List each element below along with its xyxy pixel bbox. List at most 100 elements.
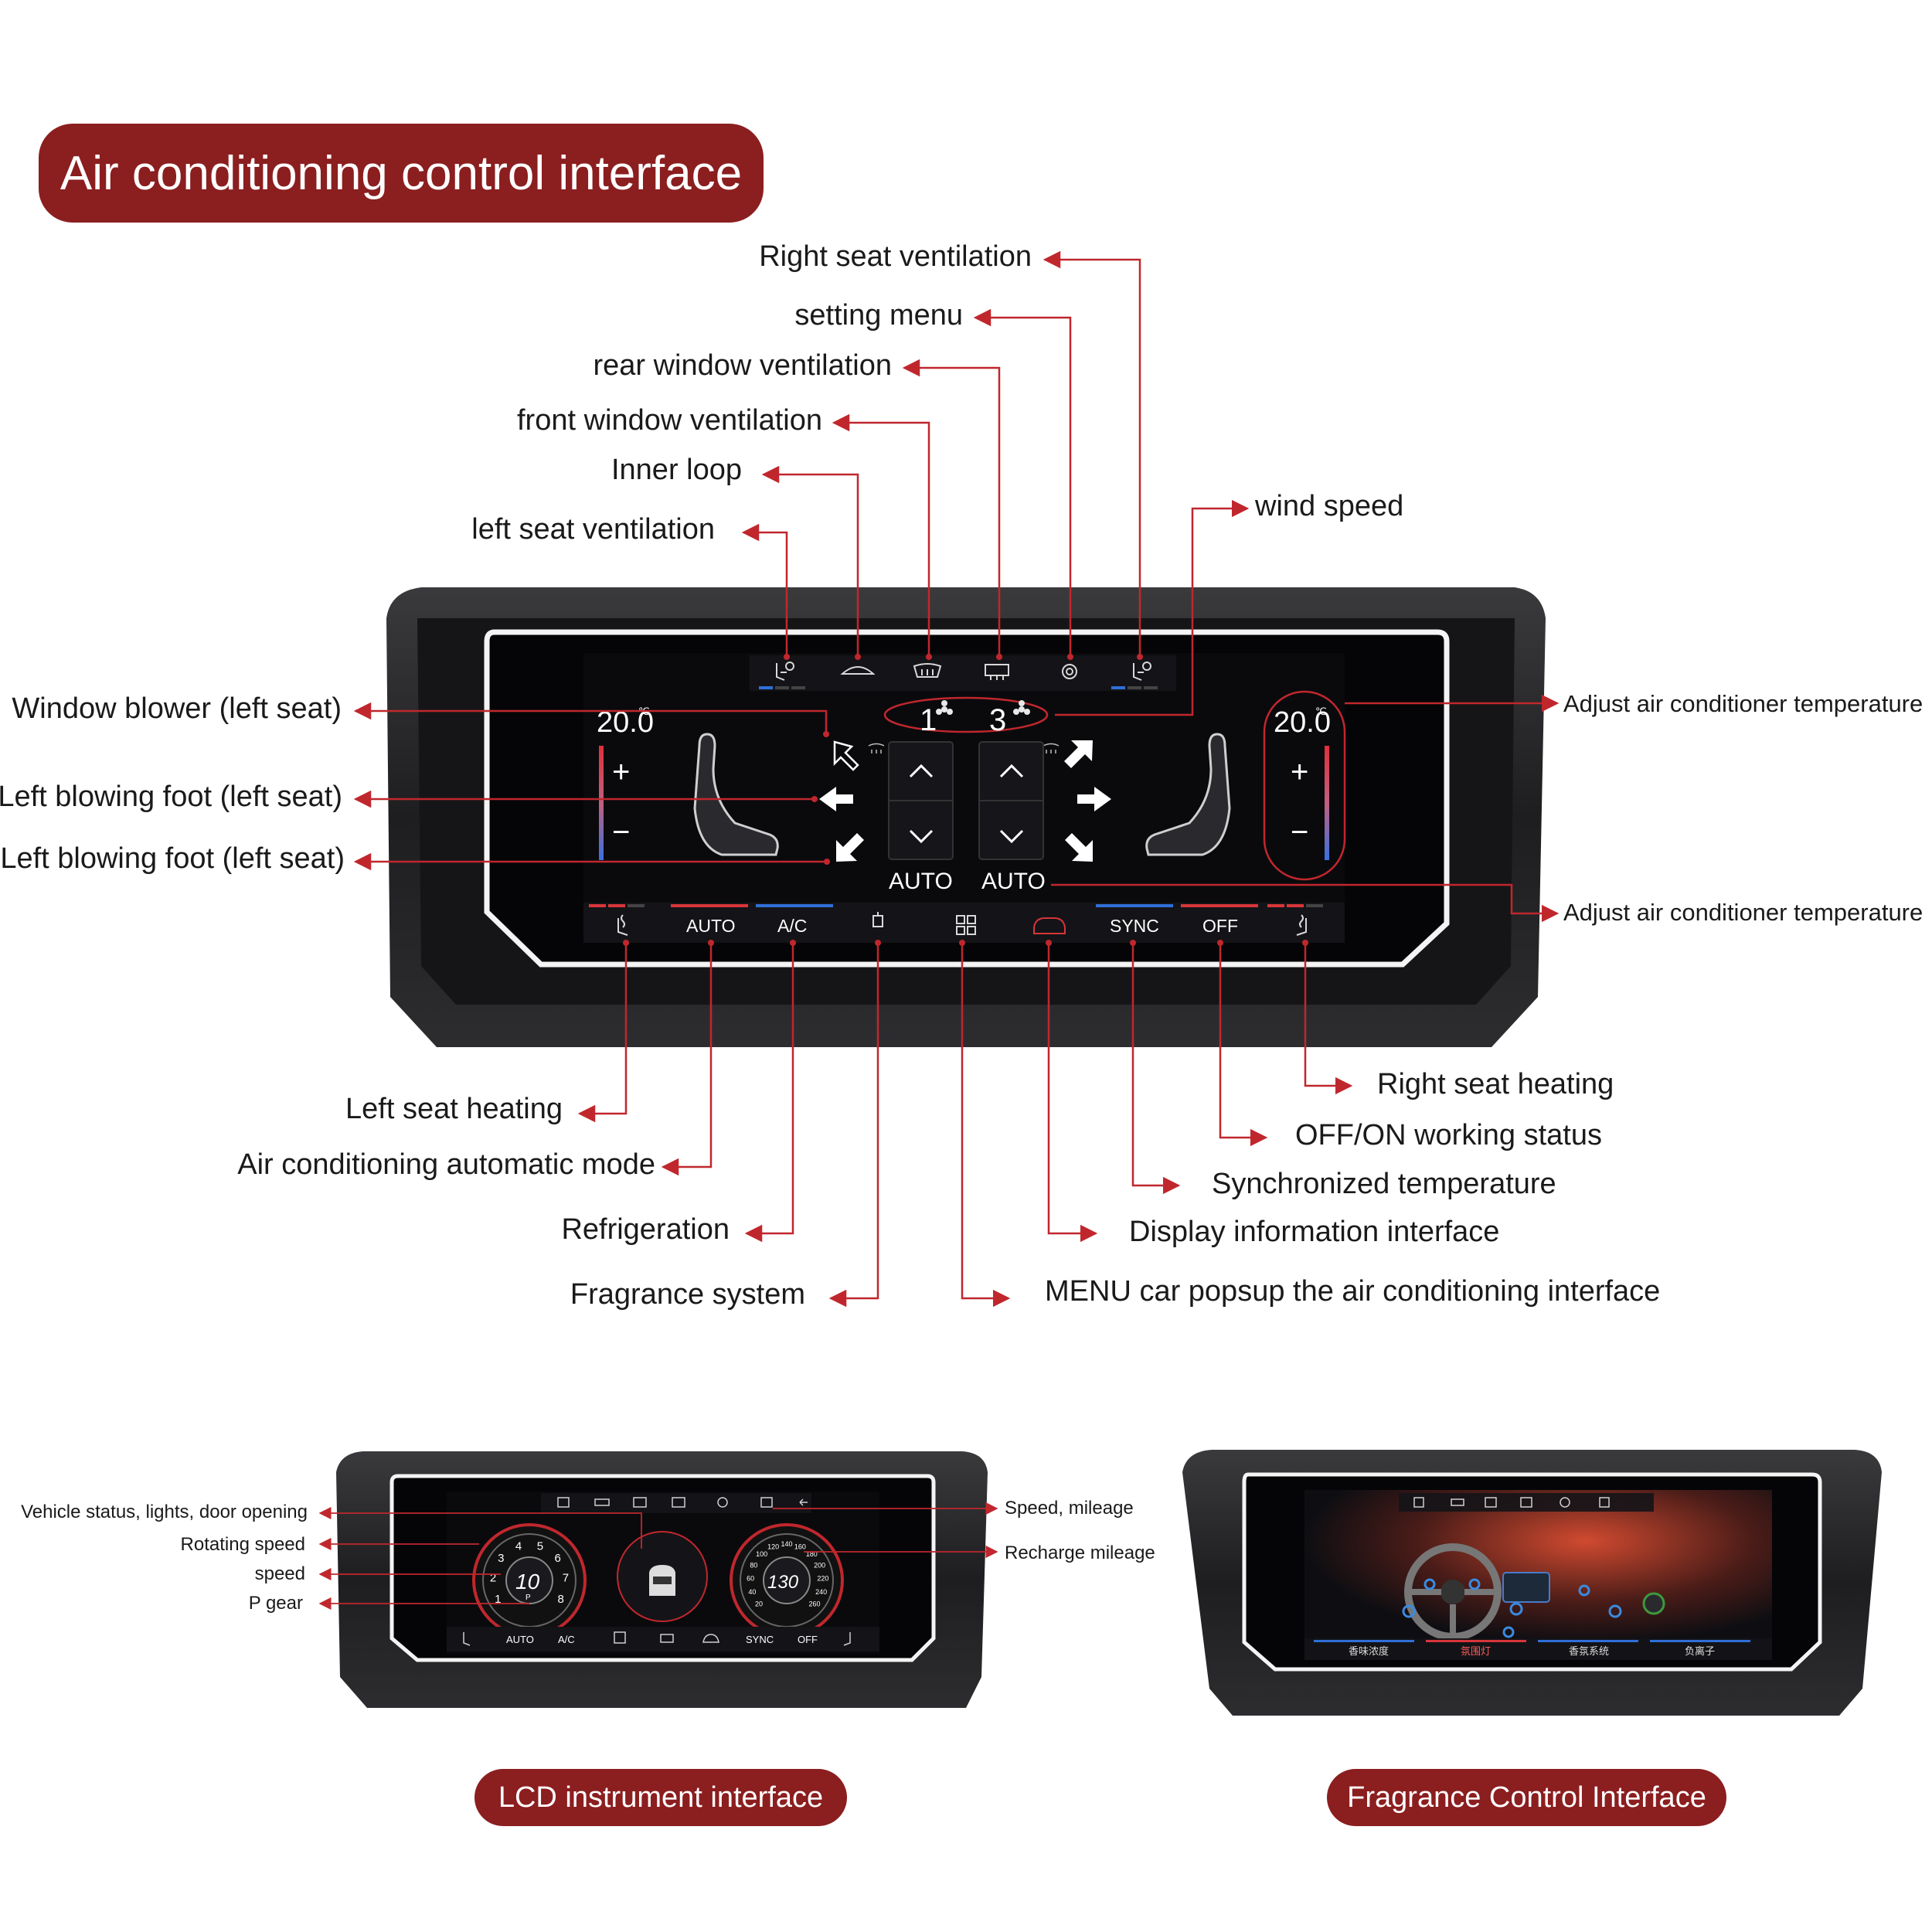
bottom-sync-button[interactable]: SYNC — [1110, 916, 1159, 936]
callout-display-info: Display information interface — [1129, 1216, 1500, 1248]
right-vent-level-3 — [1144, 686, 1158, 689]
wind-speed-display[interactable]: 1 3 — [883, 696, 1049, 737]
right-blowing-arrow[interactable] — [1077, 787, 1111, 811]
left-down-chevron-icon[interactable] — [909, 829, 934, 844]
rpm-tick-3: 3 — [498, 1552, 504, 1565]
callout-adjust-temp-top: Adjust air conditioner temperature — [1563, 690, 1923, 717]
auto-left-label[interactable]: AUTO — [889, 869, 953, 894]
fragrance-tab-4[interactable]: 负离子 — [1685, 1645, 1715, 1657]
callout-off-on-status: OFF/ON working status — [1295, 1119, 1602, 1151]
callout-left-seat-ventilation: left seat ventilation — [471, 513, 715, 546]
rear-window-ventilation-icon[interactable] — [985, 664, 1009, 680]
callout-window-blower-left: Window blower (left seat) — [12, 692, 342, 725]
left-temp-plus[interactable]: + — [612, 755, 630, 789]
small-defrost-icons — [868, 743, 1060, 753]
left-temp-minus[interactable]: − — [612, 815, 630, 849]
auto-right-label[interactable]: AUTO — [981, 869, 1046, 894]
speed-tick-10: 200 — [814, 1561, 825, 1569]
fragrance-tab-3[interactable]: 香氛系统 — [1569, 1645, 1609, 1657]
callout-wind-speed: wind speed — [1255, 490, 1404, 522]
right-blowing-foot-arrow[interactable] — [1065, 833, 1093, 862]
callout-rear-window-ventilation: rear window ventilation — [593, 349, 892, 382]
right-window-blower-arrow[interactable] — [1064, 740, 1093, 768]
callout-adjust-temp-bottom: Adjust air conditioner temperature — [1563, 899, 1923, 926]
right-temperature-control[interactable]: 20.0 ℃ + − — [1263, 690, 1346, 881]
left-seat-ventilation-icon[interactable] — [776, 662, 794, 681]
right-seat-heating-icon[interactable] — [1296, 914, 1307, 936]
left-vent-level-2 — [775, 686, 789, 689]
menu-grid-icon[interactable] — [956, 915, 976, 935]
fragrance-tab-1[interactable]: 香味浓度 — [1349, 1645, 1389, 1657]
speed-tick-8: 160 — [794, 1543, 806, 1551]
top-icon-bar — [750, 655, 1176, 691]
speed-tick-1: 20 — [755, 1600, 763, 1607]
callout-fragrance-system: Fragrance system — [570, 1278, 805, 1311]
window-blower-left-icon[interactable] — [833, 740, 859, 771]
main-title-text: Air conditioning control interface — [60, 146, 743, 200]
speed-tick-2: 40 — [748, 1588, 756, 1596]
lcd-ac-button[interactable]: A/C — [558, 1634, 575, 1645]
bottom-ac-button[interactable]: A/C — [777, 916, 807, 936]
lcd-leaders — [318, 1502, 998, 1611]
gear-icon[interactable] — [1062, 664, 1077, 679]
center-display-icon — [1502, 1572, 1550, 1603]
callout-right-seat-heating: Right seat heating — [1377, 1068, 1614, 1100]
callout-right-seat-ventilation: Right seat ventilation — [759, 240, 1032, 273]
gear-value: P — [526, 1594, 531, 1602]
right-up-chevron-icon[interactable] — [999, 764, 1024, 778]
main-title: Air conditioning control interface — [39, 124, 764, 223]
vehicle-status-display — [617, 1531, 708, 1622]
ion-icon[interactable] — [1642, 1592, 1665, 1615]
left-up-chevron-icon[interactable] — [909, 764, 934, 778]
fan-icon — [936, 700, 953, 715]
callout-left-blowing-foot-1: Left blowing foot (left seat) — [0, 781, 342, 813]
bottom-auto-button[interactable]: AUTO — [686, 916, 735, 936]
lcd-label-p-gear: P gear — [248, 1593, 303, 1614]
speed-tick-3: 60 — [747, 1574, 754, 1582]
right-seat-ventilation-icon[interactable] — [1133, 662, 1151, 681]
fragrance-top-icons — [1413, 1497, 1610, 1508]
right-temp-minus[interactable]: − — [1291, 815, 1308, 849]
callout-refrigeration: Refrigeration — [561, 1213, 730, 1246]
callout-leaders — [353, 250, 1560, 1308]
callout-ac-auto-mode: Air conditioning automatic mode — [237, 1148, 655, 1181]
left-temperature-control[interactable]: 20.0 ℃ + − — [597, 706, 654, 860]
fragrance-tab-2[interactable]: 氛围灯 — [1461, 1645, 1491, 1657]
speed-tick-6: 120 — [767, 1543, 779, 1551]
inner-loop-icon[interactable] — [840, 666, 876, 675]
lcd-sync-button[interactable]: SYNC — [746, 1634, 774, 1645]
right-temp-plus[interactable]: + — [1291, 755, 1308, 789]
fragrance-title: Fragrance Control Interface — [1327, 1769, 1726, 1826]
bottom-control-bar: AUTO A/C SYNC OFF — [583, 903, 1345, 943]
car-display-icon[interactable] — [1033, 917, 1066, 934]
speed-tick-9: 180 — [806, 1550, 818, 1558]
left-seat-heating-icon[interactable] — [617, 914, 628, 936]
lcd-title: LCD instrument interface — [474, 1769, 847, 1826]
left-vent-level-1 — [759, 686, 773, 689]
lcd-auto-button[interactable]: AUTO — [506, 1634, 534, 1645]
left-blowing-foot-arrow-2[interactable] — [836, 833, 864, 862]
callout-left-seat-heating: Left seat heating — [345, 1093, 563, 1125]
left-seat-icon — [693, 733, 779, 856]
rpm-value: 10 — [515, 1570, 540, 1594]
bottom-off-button[interactable]: OFF — [1202, 916, 1238, 936]
fragrance-icon[interactable] — [872, 912, 883, 927]
lcd-bottom-icons — [463, 1631, 851, 1646]
fan-left-value: 1 — [920, 703, 937, 737]
callout-inner-loop: Inner loop — [611, 454, 742, 486]
lcd-off-button[interactable]: OFF — [798, 1634, 818, 1645]
speed-tick-13: 260 — [808, 1600, 820, 1607]
fan-right-value: 3 — [989, 703, 1006, 737]
speed-tick-12: 240 — [815, 1588, 827, 1596]
right-temp-bar — [1325, 746, 1329, 860]
right-down-chevron-icon[interactable] — [999, 829, 1024, 844]
lcd-label-recharge-mileage: Recharge mileage — [1005, 1543, 1155, 1563]
front-window-ventilation-icon[interactable] — [913, 663, 942, 678]
left-blowing-foot-arrow-1[interactable] — [819, 787, 853, 811]
lcd-label-speed: speed — [254, 1563, 305, 1584]
speed-tick-4: 80 — [750, 1561, 757, 1569]
